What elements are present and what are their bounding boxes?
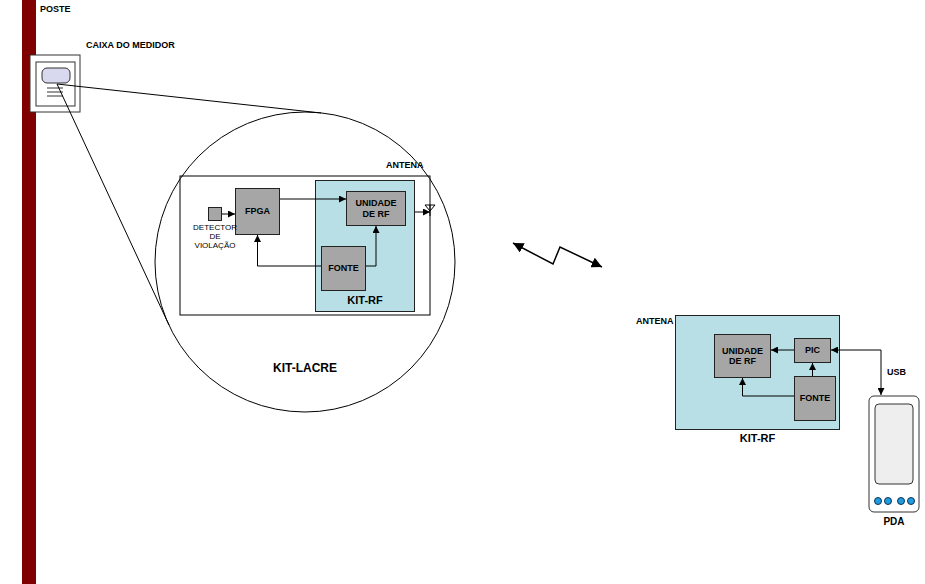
rf-kit-panel: UNIDADE DE RF FONTE KIT-RF	[315, 180, 415, 312]
connector-arrow	[280, 199, 346, 200]
pda-button	[885, 498, 892, 505]
node-label: KIT-LACRE	[155, 362, 455, 376]
connector-arrow	[366, 226, 376, 266]
violation-detector: DETECTOR DE VIOLAÇÃO	[208, 207, 222, 221]
pic-box: PIC	[794, 338, 831, 363]
antenna-symbol	[425, 205, 435, 211]
node-label: UNIDADE DE RF	[350, 198, 402, 219]
meter-line	[47, 96, 63, 97]
node-label: KIT-RF	[316, 294, 414, 307]
rf-unit-box: UNIDADE DE RF	[346, 191, 406, 226]
antenna-label: ANTENA	[636, 316, 674, 326]
connector-arrow	[743, 378, 795, 396]
power-box: FONTE	[321, 246, 366, 291]
meter-box-label: CAIXA DO MEDIDOR	[86, 40, 175, 50]
circle-outline	[155, 112, 455, 412]
node-label: FONTE	[328, 263, 359, 273]
pda-drawing	[868, 395, 920, 513]
node-label: FPGA	[245, 206, 270, 216]
pda-body	[869, 396, 919, 512]
node-label: KIT-RF	[740, 432, 775, 445]
node-label: PIC	[805, 345, 820, 355]
pda-button	[875, 498, 882, 505]
pda-screen	[875, 404, 913, 484]
antenna-label: ANTENA	[386, 160, 424, 170]
connector-arrow	[771, 350, 794, 351]
node-label: UNIDADE DE RF	[718, 346, 767, 367]
zoom-line	[57, 84, 321, 113]
meter-display	[42, 68, 70, 83]
pda-button	[908, 498, 915, 505]
meter-box	[30, 55, 80, 112]
kit-lacre-board	[180, 176, 430, 315]
rf-unit-box: UNIDADE DE RF	[714, 334, 771, 378]
zoom-circle: DETECTOR DE VIOLAÇÃO FPGA UNIDADE DE RF FON…	[155, 112, 455, 412]
connector-arrow	[812, 363, 813, 376]
connector-arrow	[831, 350, 881, 395]
node-label: PDA	[883, 516, 904, 528]
meter-inner	[36, 62, 75, 106]
fpga-box: FPGA	[235, 188, 280, 235]
connector-arrow	[258, 235, 322, 266]
meter-line	[47, 88, 63, 89]
node-label: FONTE	[800, 393, 831, 403]
pole-label: POSTE	[40, 4, 71, 14]
rf-kit-panel: UNIDADE DE RFPICFONTEKIT-RF	[675, 315, 840, 430]
pda-button	[898, 498, 905, 505]
connector-label: USB	[887, 367, 906, 377]
power-box: FONTE	[794, 376, 836, 421]
node-label: DETECTOR DE VIOLAÇÃO	[193, 223, 237, 251]
wireless-link	[513, 243, 602, 267]
pda-device: PDA	[868, 395, 920, 513]
zoom-line	[57, 84, 169, 325]
connector-arrow	[222, 214, 235, 215]
